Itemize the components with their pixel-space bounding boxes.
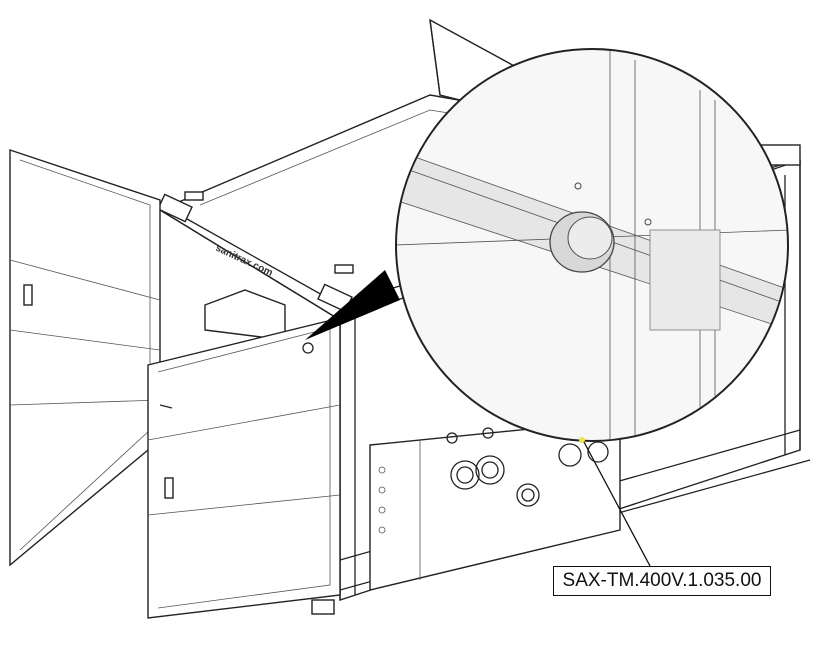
magnifier-detail [395,48,789,442]
front-door [147,317,341,619]
leader-line [583,441,651,567]
part-number-label: SAX-TM.400V.1.035.00 [553,566,771,596]
highlight-dot [579,437,585,443]
left-door [9,149,161,567]
cable-glands [378,466,386,534]
